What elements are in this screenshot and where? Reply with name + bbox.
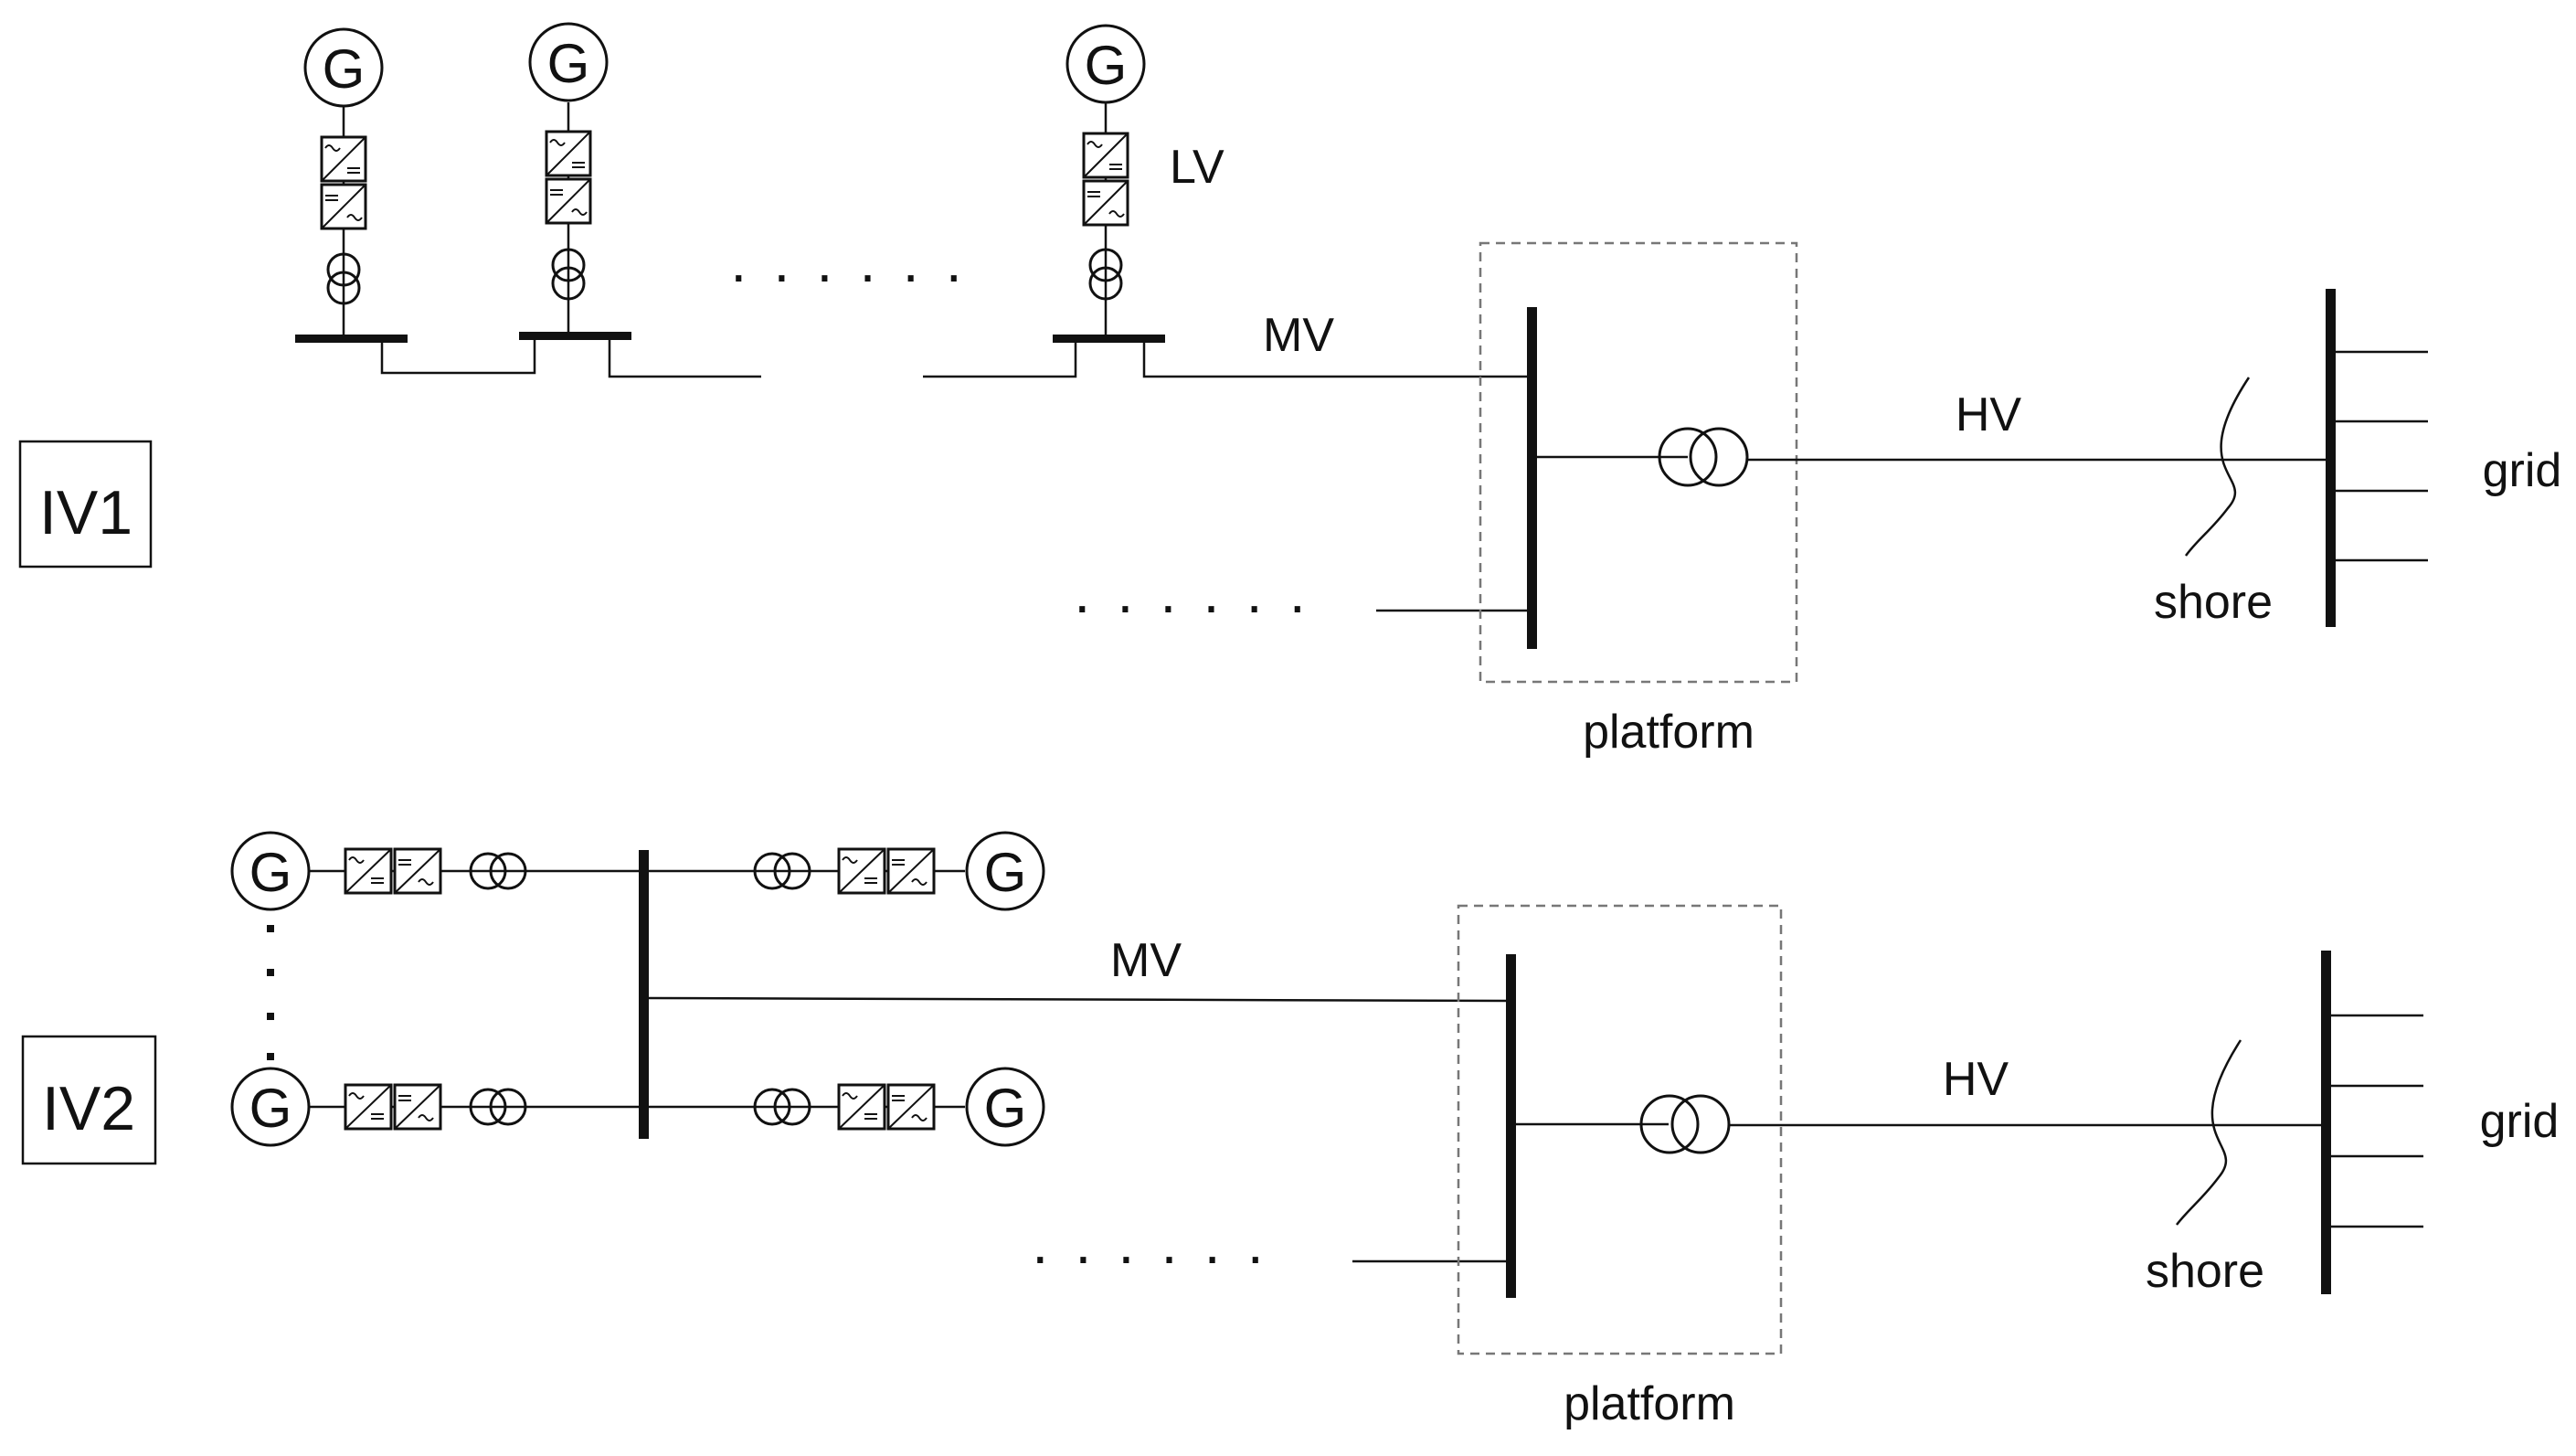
iv2-vertical-dots — [267, 925, 274, 1060]
iv1-hv-label: HV — [1956, 388, 2022, 441]
iv2-platform-box — [1457, 904, 1783, 1355]
iv1-grid-feeders — [2336, 350, 2428, 562]
iv1-platform-busbar — [1527, 307, 1537, 649]
iv2-shore-label: shore — [2146, 1245, 2264, 1298]
iv1-turbine-2: G — [519, 22, 631, 340]
iv2-platform-busbar — [1506, 954, 1516, 1298]
iv1-grid-label: grid — [2483, 444, 2562, 497]
iv2-hv-label: HV — [1943, 1053, 2009, 1106]
lv-busbar — [519, 332, 631, 340]
iv2-turbine-top-right: G — [649, 831, 1045, 911]
iv1-shore-line — [2184, 377, 2251, 557]
generator-label: G — [249, 842, 292, 903]
iv1-platform-label: platform — [1583, 706, 1754, 759]
iv1-dots-bottom: · · · · · · — [1073, 572, 1311, 638]
iv2-section: IV2 G G G G — [21, 831, 2560, 1430]
iv1-mv-label: MV — [1263, 309, 1334, 362]
iv2-grid-feeders — [2331, 1014, 2423, 1228]
lv-busbar — [295, 335, 408, 343]
iv2-turbine-top-left: G — [230, 831, 639, 911]
iv1-platform-box — [1479, 241, 1798, 684]
generator-label: G — [984, 842, 1027, 903]
generator-label: G — [547, 33, 590, 94]
iv2-platform-label: platform — [1564, 1377, 1735, 1430]
iv2-mv-label: MV — [1110, 934, 1182, 987]
iv2-turbine-bottom-right: G — [649, 1067, 1045, 1147]
iv2-case-box — [21, 1035, 157, 1165]
iv2-shore-line — [2176, 1039, 2242, 1226]
iv2-grid-busbar — [2321, 951, 2331, 1294]
iv1-turbine-n: G — [1053, 24, 1165, 343]
generator-label: G — [323, 38, 366, 100]
iv1-section: IV1 G G G — [18, 22, 2562, 759]
iv1-dots-top: · · · · · · — [729, 241, 968, 307]
generator-label: G — [984, 1078, 1027, 1139]
iv1-turbine-1: G — [295, 27, 408, 343]
generator-label: G — [249, 1078, 292, 1139]
iv1-case-label: IV1 — [39, 478, 133, 547]
iv1-mv-collector — [380, 340, 1532, 612]
iv1-case-box — [18, 440, 153, 569]
iv2-dots-bottom: · · · · · · — [1031, 1223, 1269, 1289]
iv2-case-label: IV2 — [42, 1074, 135, 1143]
iv1-lv-label: LV — [1170, 141, 1224, 194]
iv2-collector-busbar — [639, 850, 649, 1139]
iv1-shore-label: shore — [2154, 576, 2273, 629]
lv-busbar — [1053, 335, 1165, 343]
iv1-grid-busbar — [2326, 289, 2336, 627]
iv2-turbine-bottom-left: G — [230, 1067, 639, 1147]
iv2-grid-label: grid — [2480, 1095, 2560, 1148]
generator-label: G — [1085, 35, 1128, 96]
